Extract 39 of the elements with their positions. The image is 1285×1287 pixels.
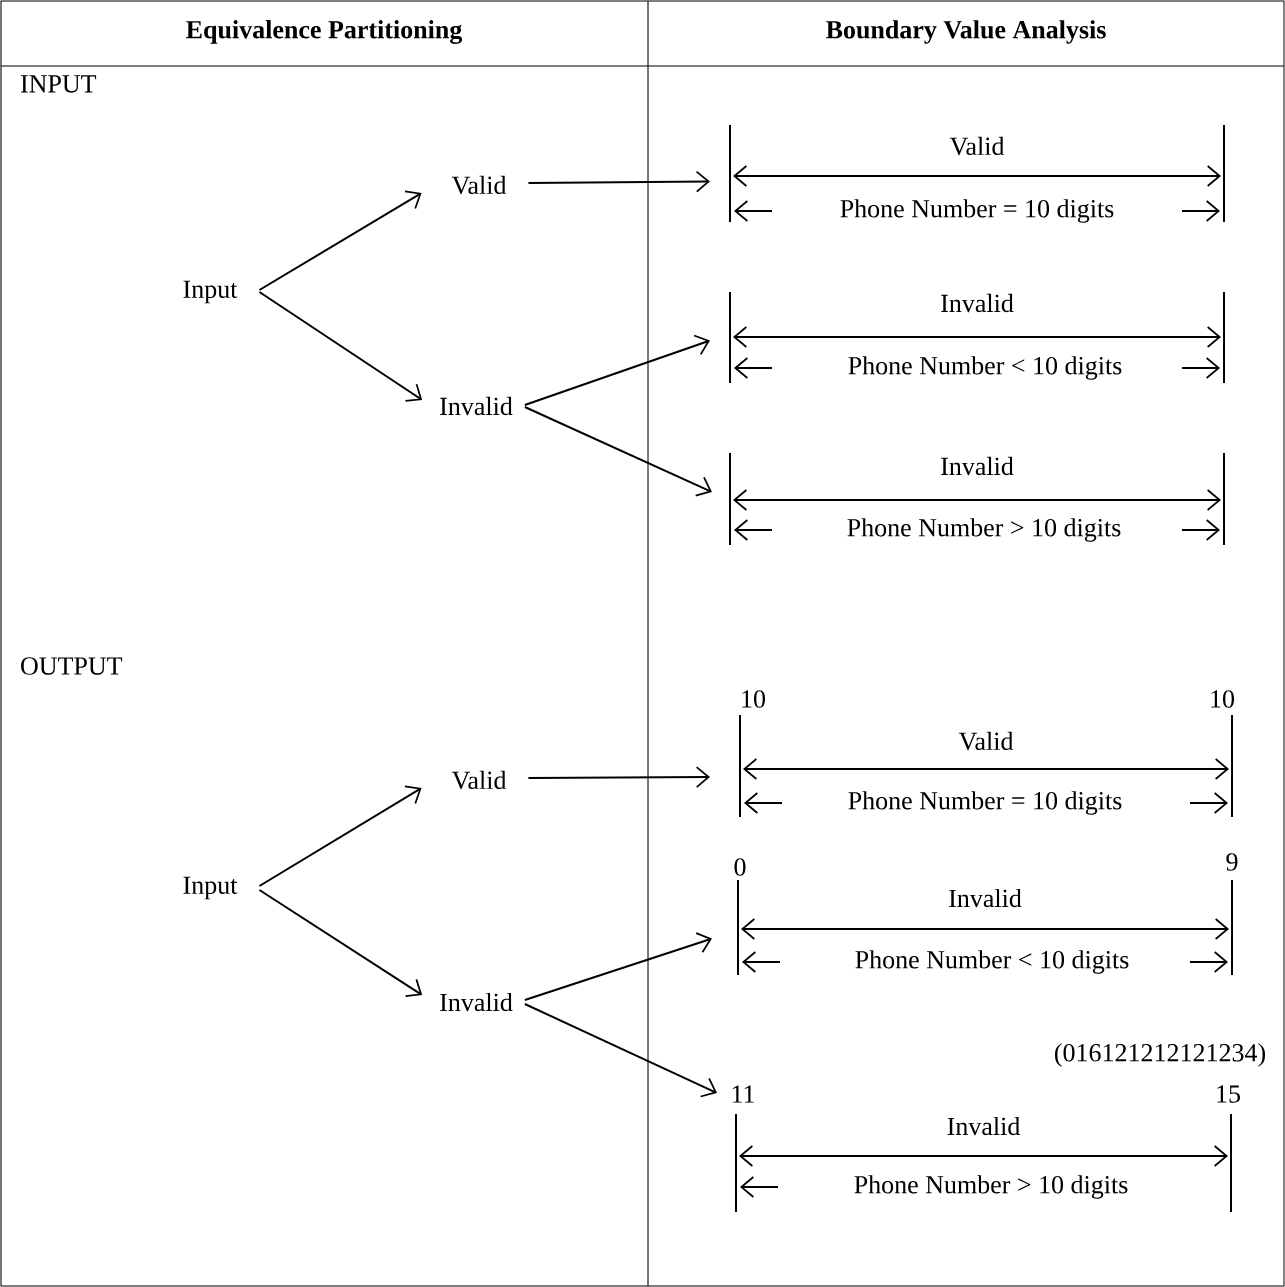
range-label: Invalid [947,1116,1020,1136]
arrow [258,889,423,998]
branch-label: Input [183,280,238,304]
boundary-value: 15 [1217,1085,1240,1103]
section-heading: OUTPUT [21,657,123,675]
arrow [523,932,712,1001]
boundary-value: (016121212121234) [1055,1043,1265,1067]
arrow [523,1003,717,1098]
range-description: Phone Number = 10 digits [845,788,1125,818]
range-label: Valid [949,136,1005,156]
branch-label: Invalid [440,396,513,416]
column-header: Equivalence Partitioning [186,20,463,44]
range-label: Invalid [941,456,1014,476]
range-description: Phone Number > 10 digits [844,515,1124,545]
boundary-value: 9 [1226,853,1238,871]
range-description: Phone Number < 10 digits [845,353,1125,383]
range-label: Valid [958,731,1014,751]
branch-label: Input [183,876,238,900]
arrow [523,334,710,406]
arrow [258,190,422,291]
branch-label: Valid [451,175,507,195]
column-header: Boundary Value Analysis [826,20,1106,44]
branch-label: Valid [451,770,507,790]
boundary-value: 10 [1211,690,1234,708]
arrow [523,406,712,497]
range-description: Phone Number < 10 digits [852,947,1132,977]
range-description: Phone Number > 10 digits [851,1172,1131,1202]
branch-label: Invalid [440,992,513,1012]
boundary-value: 10 [742,690,765,708]
range-description: Phone Number = 10 digits [837,196,1117,226]
range-label: Invalid [949,888,1022,908]
boundary-value: 11 [732,1085,754,1103]
arrow [527,766,710,788]
boundary-value: 0 [734,858,746,876]
section-heading: INPUT [20,75,97,93]
range-label: Invalid [941,293,1014,313]
arrow [258,785,422,887]
arrow [527,170,710,193]
arrow [258,291,423,402]
